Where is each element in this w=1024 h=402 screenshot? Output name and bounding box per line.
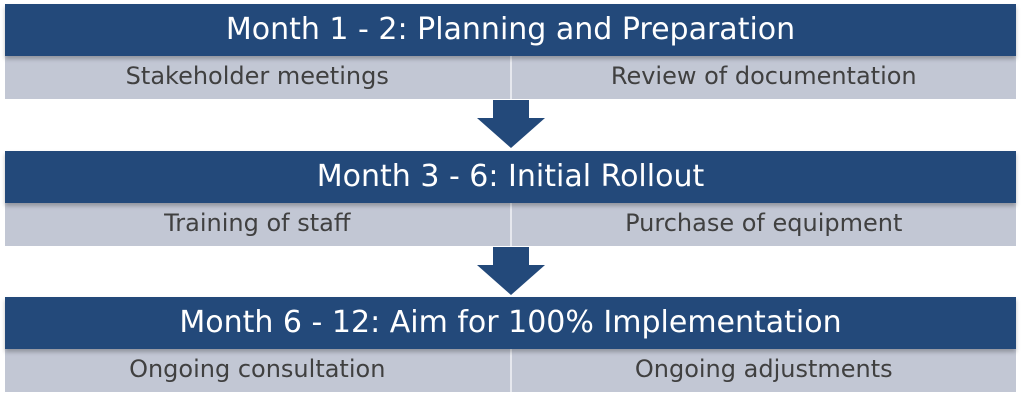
phase-1: Month 1 - 2: Planning and Preparation St… [5, 4, 1016, 99]
phase-3: Month 6 - 12: Aim for 100% Implementatio… [5, 297, 1016, 392]
phase-1-task-1: Stakeholder meetings [5, 56, 510, 99]
phase-3-tasks: Ongoing consultation Ongoing adjustments [5, 349, 1016, 392]
phase-1-tasks: Stakeholder meetings Review of documenta… [5, 56, 1016, 99]
phase-3-task-1: Ongoing consultation [5, 349, 510, 392]
phase-2-tasks: Training of staff Purchase of equipment [5, 203, 1016, 246]
phase-2-title: Month 3 - 6: Initial Rollout [5, 151, 1016, 203]
down-arrow-icon [477, 247, 545, 295]
down-arrow-icon [477, 100, 545, 148]
phase-1-task-2: Review of documentation [509, 56, 1016, 99]
phase-1-title: Month 1 - 2: Planning and Preparation [5, 4, 1016, 56]
phase-2-task-1: Training of staff [5, 203, 510, 246]
phase-3-task-2: Ongoing adjustments [509, 349, 1016, 392]
phase-2-task-2: Purchase of equipment [509, 203, 1016, 246]
phase-3-title: Month 6 - 12: Aim for 100% Implementatio… [5, 297, 1016, 349]
phase-2: Month 3 - 6: Initial Rollout Training of… [5, 151, 1016, 246]
